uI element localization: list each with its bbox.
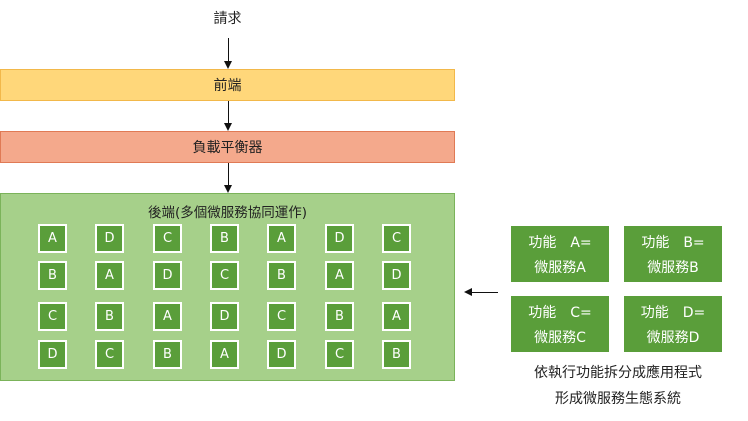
arrow-legend-to-backend: [472, 292, 498, 293]
service-box: B: [38, 261, 67, 290]
service-box: B: [325, 302, 354, 331]
service-box: D: [38, 340, 67, 369]
service-box: D: [210, 302, 239, 331]
arrow-lb-to-backend: [228, 163, 229, 185]
legend-function-label: 功能 A=: [528, 234, 592, 251]
legend-box: 功能 C= 微服務C: [511, 296, 609, 352]
load-balancer-label: 負載平衡器: [192, 140, 263, 156]
arrow-head-request: [224, 61, 232, 69]
arrow-head-legend: [464, 288, 472, 296]
caption-line-1: 依執行功能拆分成應用程式: [534, 365, 702, 381]
caption: 依執行功能拆分成應用程式 形成微服務生態系統: [498, 360, 738, 412]
service-box: B: [153, 340, 182, 369]
service-box: C: [267, 302, 296, 331]
service-box: A: [267, 224, 296, 253]
service-box: A: [210, 340, 239, 369]
legend-box: 功能 A= 微服務A: [511, 226, 609, 282]
service-box: A: [325, 261, 354, 290]
service-box: B: [210, 224, 239, 253]
backend-title: 後端(多個微服務協同運作): [147, 205, 308, 221]
legend-function-label: 功能 D=: [640, 304, 706, 321]
legend-box: 功能 D= 微服務D: [624, 296, 722, 352]
service-box: A: [95, 261, 124, 290]
service-box: A: [38, 224, 67, 253]
service-box: C: [38, 302, 67, 331]
service-box: D: [325, 224, 354, 253]
service-box: D: [153, 261, 182, 290]
service-box: B: [95, 302, 124, 331]
service-box: D: [267, 340, 296, 369]
service-box: C: [325, 340, 354, 369]
load-balancer-layer: 負載平衡器: [0, 131, 455, 163]
request-label: 請求: [213, 11, 242, 27]
frontend-layer: 前端: [0, 69, 455, 101]
frontend-label: 前端: [213, 78, 242, 94]
legend-function-label: 功能 B=: [641, 234, 705, 251]
service-box: C: [382, 224, 411, 253]
service-box: C: [210, 261, 239, 290]
legend-service-label: 微服務A: [534, 259, 586, 276]
service-box: B: [267, 261, 296, 290]
arrow-head-lb: [224, 185, 232, 193]
service-box: B: [382, 340, 411, 369]
arrow-request-to-frontend: [228, 38, 229, 62]
service-box: D: [95, 224, 124, 253]
legend-function-label: 功能 C=: [528, 304, 592, 321]
service-box: C: [153, 224, 182, 253]
legend-box: 功能 B= 微服務B: [624, 226, 722, 282]
legend-service-label: 微服務D: [646, 329, 700, 346]
caption-line-2: 形成微服務生態系統: [555, 391, 681, 407]
legend-service-label: 微服務B: [647, 259, 699, 276]
service-box: C: [95, 340, 124, 369]
service-box: D: [382, 261, 411, 290]
legend-service-label: 微服務C: [534, 329, 586, 346]
service-box: A: [382, 302, 411, 331]
arrow-frontend-to-lb: [228, 101, 229, 123]
service-box: A: [153, 302, 182, 331]
arrow-head-frontend: [224, 123, 232, 131]
